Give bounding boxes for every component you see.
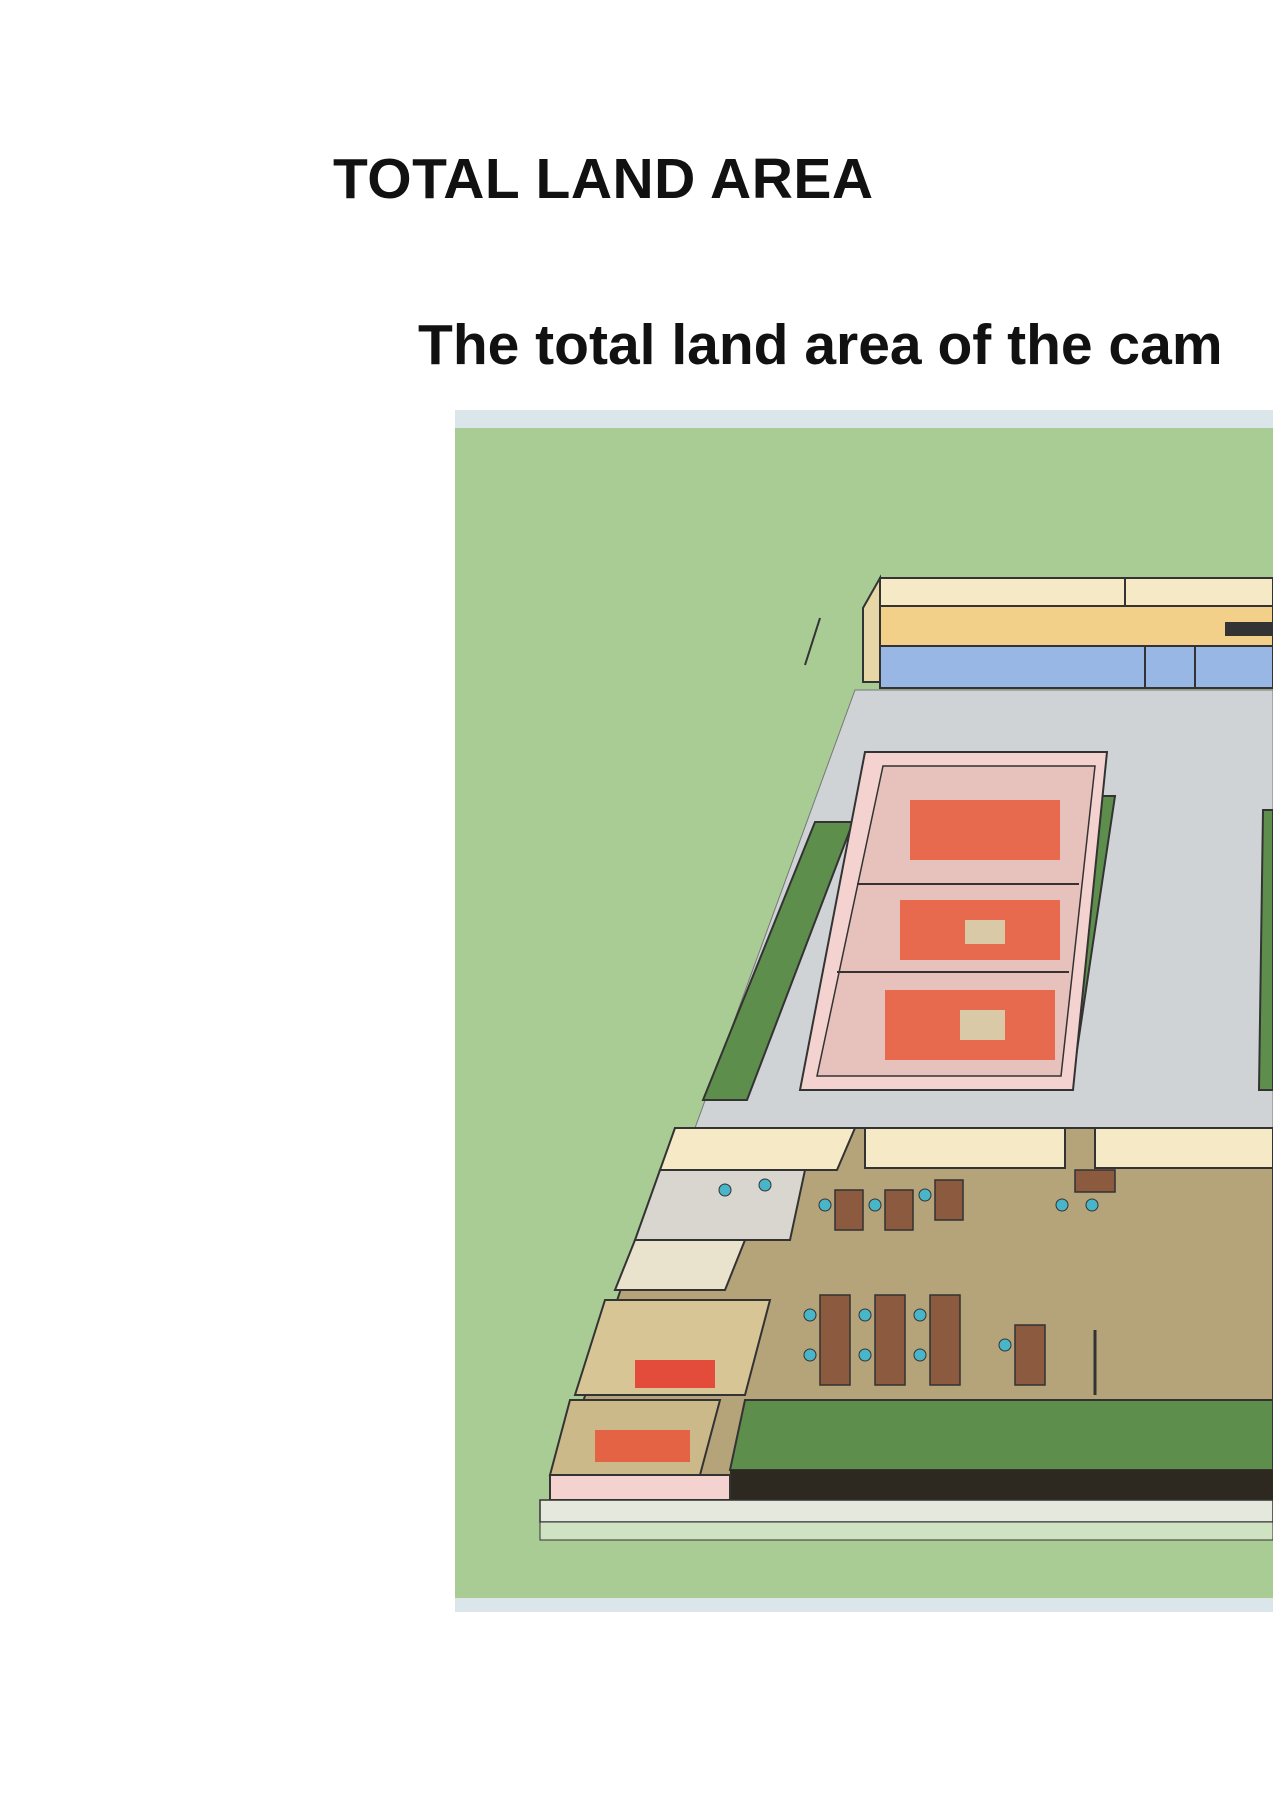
intro-text: The total land area of the cam xyxy=(418,313,1223,377)
lecture-hall xyxy=(798,751,1109,1091)
page-title: TOTAL LAND AREA xyxy=(333,147,874,211)
hedge-left xyxy=(701,821,855,1101)
top-building xyxy=(804,574,1273,689)
hedge-front xyxy=(728,1399,1273,1471)
campus-illustration xyxy=(455,410,1273,1612)
